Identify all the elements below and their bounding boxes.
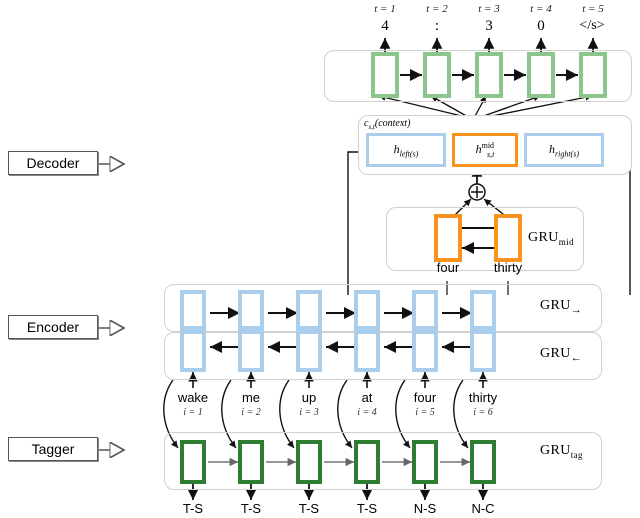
input-index-2: i = 2	[241, 407, 261, 418]
tagger-cell-3[interactable]	[296, 440, 322, 484]
gru-tag-label-sub: tag	[570, 449, 583, 460]
gru-forward-label: GRU→	[540, 298, 582, 316]
stage-label-decoder[interactable]: Decoder	[8, 151, 98, 175]
gru-forward-label-sub: →	[570, 303, 583, 316]
encoder-cell-bwd-3[interactable]	[296, 330, 322, 372]
context-slot-h-left[interactable]: hleft(s)	[366, 133, 446, 167]
gru-tag-label-main: GRU	[540, 443, 571, 458]
context-label: cs,t(context)	[364, 118, 410, 131]
tagger-output-3: T-S	[298, 501, 320, 516]
decoder-cell-3[interactable]	[475, 52, 503, 98]
decoder-cell-2[interactable]	[423, 52, 451, 98]
h-right-label: hright(s)	[549, 142, 579, 158]
input-index-5: i = 5	[415, 407, 435, 418]
decoder-cell-4[interactable]	[527, 52, 555, 98]
encoder-cell-fwd-5[interactable]	[412, 290, 438, 330]
tagger-output-6: N-C	[471, 501, 495, 516]
gru-tag-label: GRUtag	[540, 443, 583, 460]
h-mid-sub: s,t	[487, 149, 495, 159]
tagger-panel	[164, 432, 602, 490]
timestep-label-5: t = 5	[582, 3, 604, 15]
decoder-panel	[324, 50, 632, 102]
decoder-output-2: :	[434, 18, 440, 34]
input-index-1: i = 1	[183, 407, 203, 418]
gru-mid-cell-forward[interactable]	[434, 214, 462, 262]
encoder-cell-bwd-6[interactable]	[470, 330, 496, 372]
gru-mid-label-main: GRU	[528, 230, 559, 245]
decoder-cell-5[interactable]	[579, 52, 607, 98]
gru-forward-label-main: GRU	[540, 298, 571, 313]
encoder-cell-bwd-5[interactable]	[412, 330, 438, 372]
timestep-label-3: t = 3	[478, 3, 500, 15]
decoder-output-3: 3	[485, 18, 493, 34]
tagger-cell-5[interactable]	[412, 440, 438, 484]
tagger-cell-1[interactable]	[180, 440, 206, 484]
timestep-label-4: t = 4	[530, 3, 552, 15]
decoder-cell-1[interactable]	[371, 52, 399, 98]
h-left-sub: left(s)	[399, 149, 419, 159]
h-right-sub: right(s)	[555, 149, 579, 159]
encoder-cell-fwd-6[interactable]	[470, 290, 496, 330]
tagger-cell-4[interactable]	[354, 440, 380, 484]
context-slot-h-mid[interactable]: hmids,t	[452, 133, 518, 167]
decoder-output-5: </s>	[579, 18, 605, 33]
input-word-6: thirty	[468, 390, 498, 405]
tagger-output-2: T-S	[240, 501, 262, 516]
h-mid-base: h	[475, 142, 482, 157]
tagger-output-4: T-S	[356, 501, 378, 516]
encoder-cell-bwd-2[interactable]	[238, 330, 264, 372]
tagger-cell-2[interactable]	[238, 440, 264, 484]
input-word-2: me	[241, 390, 261, 405]
context-label-sub: s,t	[368, 123, 375, 131]
tagger-output-5: N-S	[413, 501, 437, 516]
stage-label-encoder[interactable]: Encoder	[8, 315, 98, 339]
context-label-tail: (context)	[374, 118, 411, 129]
encoder-cell-bwd-1[interactable]	[180, 330, 206, 372]
h-left-base: h	[393, 141, 400, 156]
input-word-5: four	[413, 390, 437, 405]
input-index-6: i = 6	[473, 407, 493, 418]
encoder-forward-panel	[164, 284, 602, 332]
tagger-cell-6[interactable]	[470, 440, 496, 484]
plus-operator	[468, 183, 486, 201]
stage-label-tagger[interactable]: Tagger	[8, 437, 98, 461]
context-slot-h-right[interactable]: hright(s)	[524, 133, 604, 167]
input-index-3: i = 3	[299, 407, 319, 418]
gru-mid-label: GRUmid	[528, 230, 574, 247]
gru-mid-cell-backward[interactable]	[494, 214, 522, 262]
encoder-cell-fwd-1[interactable]	[180, 290, 206, 330]
gru-backward-label-sub: ←	[570, 351, 583, 364]
decoder-output-4: 0	[537, 18, 545, 34]
input-word-1: wake	[177, 390, 209, 405]
gru-mid-label-sub: mid	[558, 236, 574, 247]
timestep-label-2: t = 2	[426, 3, 448, 15]
gru-mid-word-thirty: thirty	[493, 260, 523, 275]
input-index-4: i = 4	[357, 407, 377, 418]
h-left-label: hleft(s)	[394, 142, 419, 158]
gru-mid-word-four: four	[436, 260, 460, 275]
input-word-4: at	[361, 390, 373, 405]
encoder-cell-bwd-4[interactable]	[354, 330, 380, 372]
timestep-label-1: t = 1	[374, 3, 396, 15]
gru-backward-label: GRU←	[540, 346, 582, 364]
gru-mid-panel	[386, 207, 584, 271]
encoder-backward-panel	[164, 332, 602, 380]
h-mid-sup: mid	[481, 141, 495, 151]
context-label-base: c	[364, 118, 369, 129]
gru-backward-label-main: GRU	[540, 346, 571, 361]
encoder-cell-fwd-4[interactable]	[354, 290, 380, 330]
encoder-cell-fwd-2[interactable]	[238, 290, 264, 330]
h-right-base: h	[549, 141, 555, 156]
decoder-output-1: 4	[381, 18, 389, 34]
encoder-cell-fwd-3[interactable]	[296, 290, 322, 330]
tagger-output-1: T-S	[182, 501, 204, 516]
h-mid-label: hmids,t	[476, 141, 495, 158]
input-word-3: up	[301, 390, 317, 405]
